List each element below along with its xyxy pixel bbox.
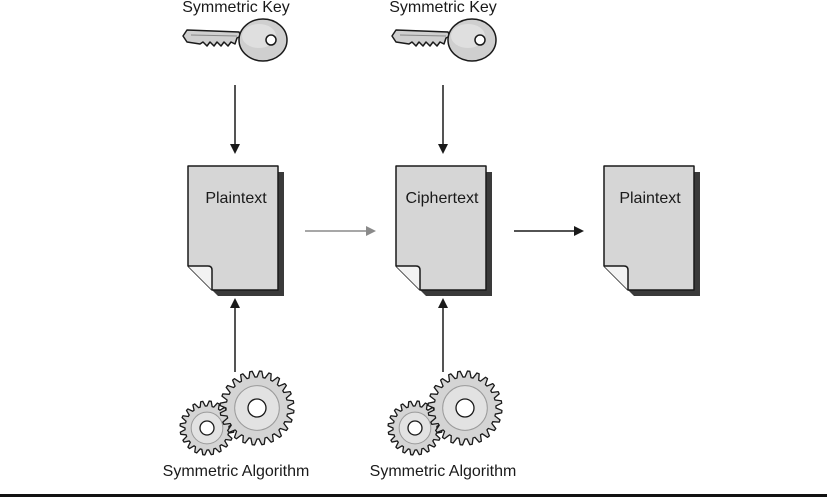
stage1-algorithm-label: Symmetric Algorithm [162,463,310,480]
stage2-document-label: Ciphertext [405,190,479,207]
stage2-algorithm-label: Symmetric Algorithm [369,463,517,480]
stage2-key-label: Symmetric Key [389,0,497,16]
stage1-document-label: Plaintext [205,190,267,207]
gears-icon [179,370,295,456]
plaintext-document-icon [187,165,285,297]
bottom-divider [0,494,827,497]
ciphertext-document-icon [395,165,493,297]
stage3-document-label: Plaintext [619,190,681,207]
stage1-key-label: Symmetric Key [182,0,290,16]
key-icon [391,18,497,62]
plaintext-output-document-icon [603,165,701,297]
key-icon [182,18,288,62]
gears-icon [387,370,503,456]
